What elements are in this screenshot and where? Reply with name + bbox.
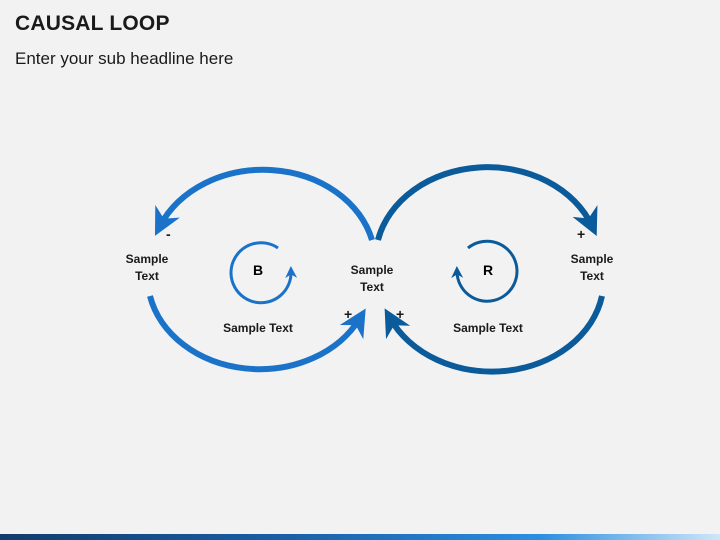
sign-center-left: + xyxy=(344,306,353,322)
node-center-text: Sample Text xyxy=(350,263,394,294)
loop-r-caption: Sample Text xyxy=(453,321,523,335)
node-center-label: Sample Text xyxy=(342,262,402,296)
loop-letter-r: R xyxy=(483,262,493,278)
sign-center-right: + xyxy=(396,306,405,322)
left-upper-arrow xyxy=(154,166,375,241)
page-title: CAUSAL LOOP xyxy=(15,12,170,35)
node-right-text: Sample Text xyxy=(570,252,614,283)
page-subtitle: Enter your sub headline here xyxy=(15,49,234,68)
right-lower-arrow xyxy=(384,295,605,375)
reinforcing-loop-icon xyxy=(451,239,519,303)
node-left-label: Sample Text xyxy=(117,251,177,285)
balancing-loop-icon xyxy=(229,241,298,305)
node-right-label: Sample Text xyxy=(562,251,622,285)
node-left-text: Sample Text xyxy=(125,252,169,283)
loop-b-caption: Sample Text xyxy=(223,321,293,335)
sign-left-top: - xyxy=(166,226,171,242)
left-lower-arrow xyxy=(147,295,366,373)
sign-right-top: + xyxy=(577,226,586,242)
footer-gradient-bar xyxy=(0,534,720,540)
right-upper-arrow xyxy=(375,164,598,241)
loop-letter-b: B xyxy=(253,262,263,278)
